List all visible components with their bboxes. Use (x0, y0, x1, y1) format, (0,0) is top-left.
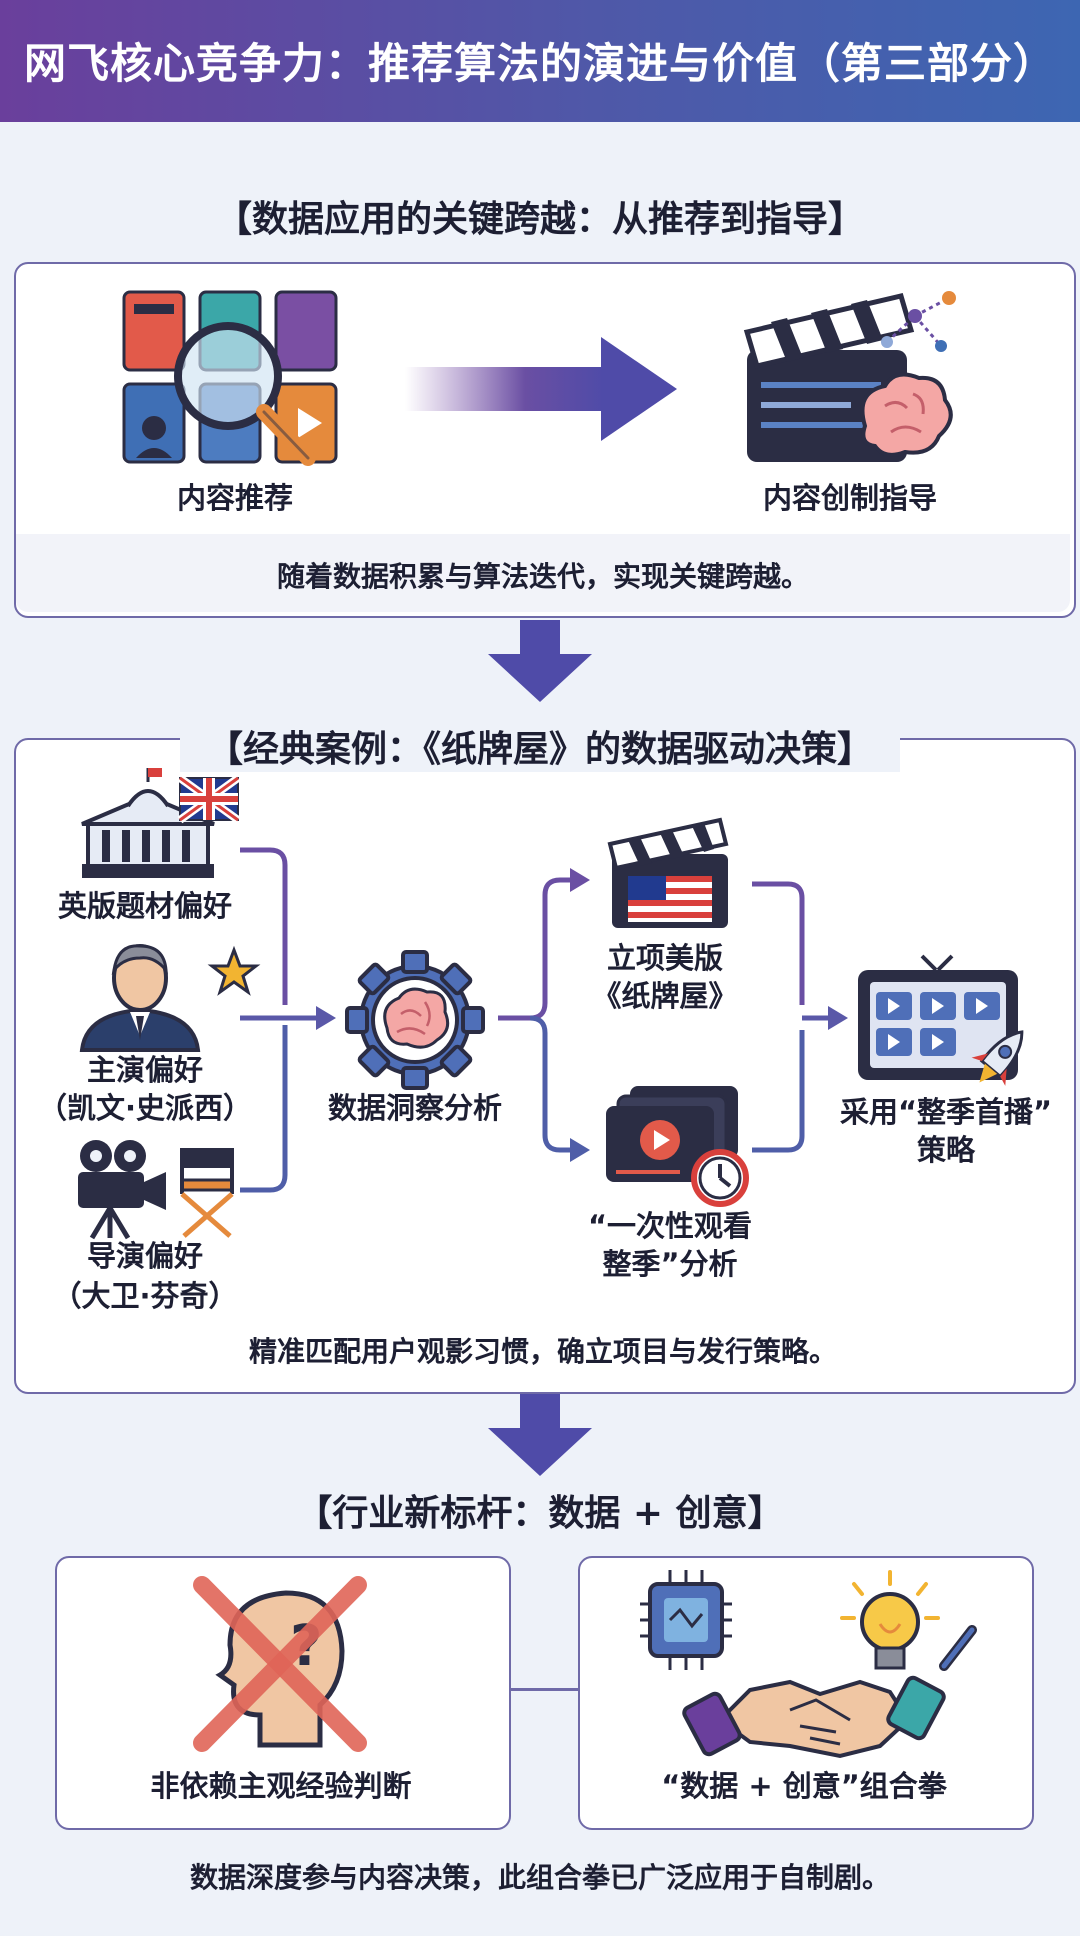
down-arrow-2 (488, 1394, 592, 1476)
input-3-label: 导演偏好 (86, 1239, 203, 1273)
section3-caption: 数据深度参与内容决策，此组合拳已广泛应用于自制剧。 (189, 1861, 890, 1894)
input-2-label: 主演偏好 (86, 1053, 203, 1087)
no-subjective-judgment-icon: ? (193, 1576, 367, 1752)
input-3-sublabel: （大卫·芬奇） (52, 1279, 238, 1313)
output-2-label: “一次性观看 (587, 1209, 753, 1243)
uk-flag-icon (177, 774, 241, 824)
output-2-sublabel: 整季”分析 (602, 1247, 738, 1281)
section1-title: 【数据应用的关键跨越：从推荐到指导】 (215, 199, 864, 240)
director-camera-icon (78, 1140, 234, 1240)
input-2-sublabel: （凯文·史派西） (37, 1091, 253, 1125)
section1-caption-band (16, 534, 1070, 612)
content-creation-guidance-icon (743, 291, 956, 462)
section2-title: 【经典案例：《纸牌屋》的数据驱动决策】 (180, 720, 900, 772)
actor-portrait-icon (79, 944, 261, 1052)
data-insight-gear-icon (345, 950, 485, 1090)
output-1-sublabel: 《纸牌屋》 (592, 979, 738, 1013)
result-label: 采用“整季首播” (839, 1095, 1053, 1129)
us-clapperboard-icon (607, 817, 729, 928)
output-1-label: 立项美版 (606, 941, 723, 975)
down-arrow-1 (488, 620, 592, 702)
section2-caption: 精准匹配用户观影习惯，确立项目与发行策略。 (248, 1335, 837, 1368)
connector-line (508, 1688, 578, 1691)
content-recommendation-icon (122, 290, 338, 466)
right-card-label: “数据 + 创意”组合拳 (661, 1769, 947, 1803)
content-recommendation-label: 内容推荐 (176, 481, 293, 515)
left-card-label: 非依赖主观经验判断 (150, 1769, 412, 1803)
binge-watch-icon (606, 1086, 749, 1207)
season-premiere-tv-icon (858, 954, 1024, 1086)
transition-arrow (405, 337, 677, 441)
page-title: 网飞核心竞争力：推荐算法的演进与价值（第三部分） (23, 39, 1056, 88)
center-label: 数据洞察分析 (327, 1091, 502, 1125)
input-1-label: 英版题材偏好 (57, 889, 232, 923)
header-banner (0, 0, 1080, 122)
data-plus-creativity-icon (640, 1570, 977, 1759)
result-sublabel: 策略 (916, 1133, 975, 1167)
content-creation-guidance-label: 内容创制指导 (762, 481, 937, 515)
section3-title: 【行业新标杆：数据 + 创意】 (296, 1493, 784, 1534)
section1-caption: 随着数据积累与算法迭代，实现关键跨越。 (276, 560, 809, 593)
